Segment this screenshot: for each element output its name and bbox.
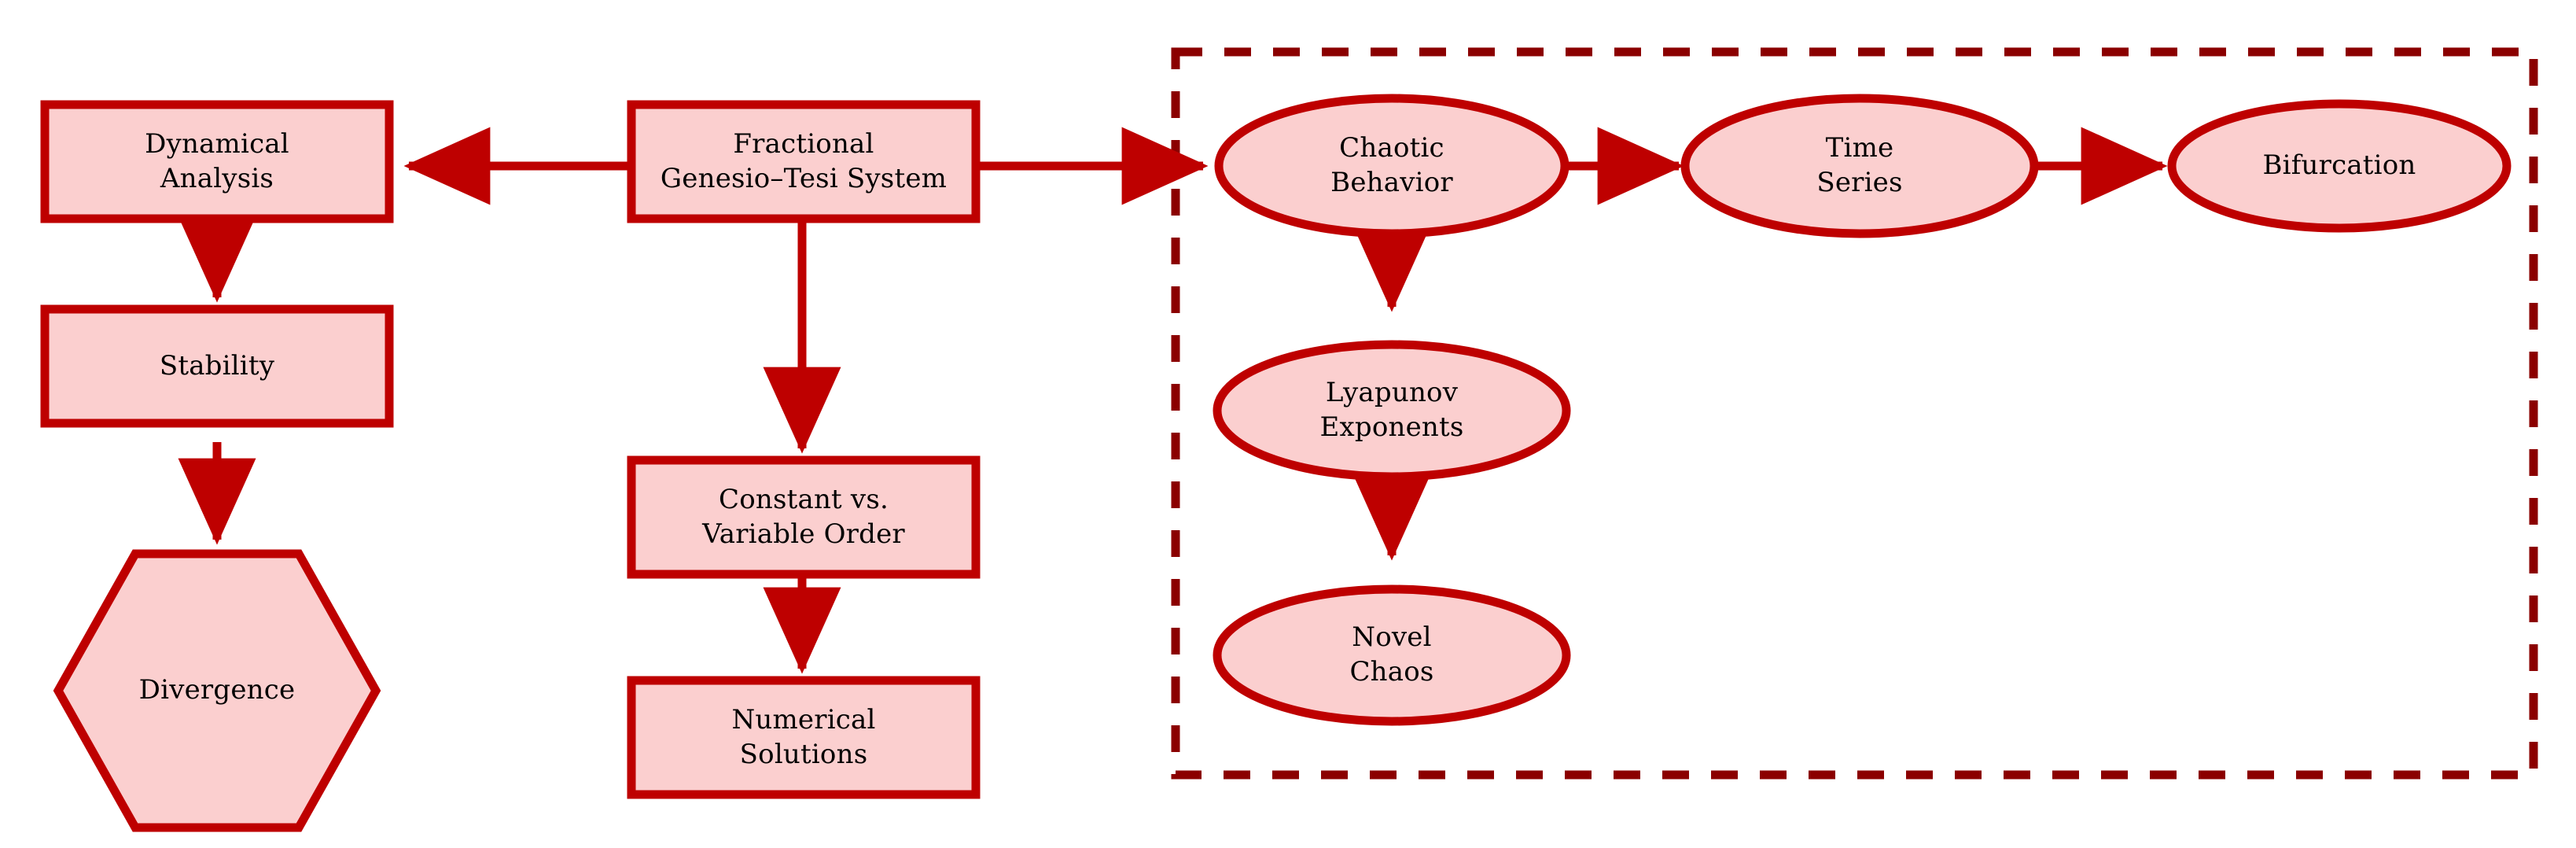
node-time-series[interactable] (1680, 94, 2039, 238)
chaos-analysis-group-border (1171, 47, 2538, 780)
node-chaotic-behavior[interactable] (1214, 94, 1570, 238)
node-lyapunov-exponents[interactable] (1213, 340, 1571, 481)
node-bifurcation[interactable] (2167, 99, 2512, 233)
node-numerical-solutions[interactable] (627, 676, 981, 799)
node-dynamical-analysis[interactable] (40, 100, 394, 223)
node-divergence[interactable] (53, 549, 381, 832)
node-constant-vs-variable[interactable] (627, 455, 981, 579)
node-novel-chaos[interactable] (1213, 584, 1571, 726)
node-fractional-system[interactable] (627, 100, 981, 223)
node-stability[interactable] (40, 304, 394, 428)
